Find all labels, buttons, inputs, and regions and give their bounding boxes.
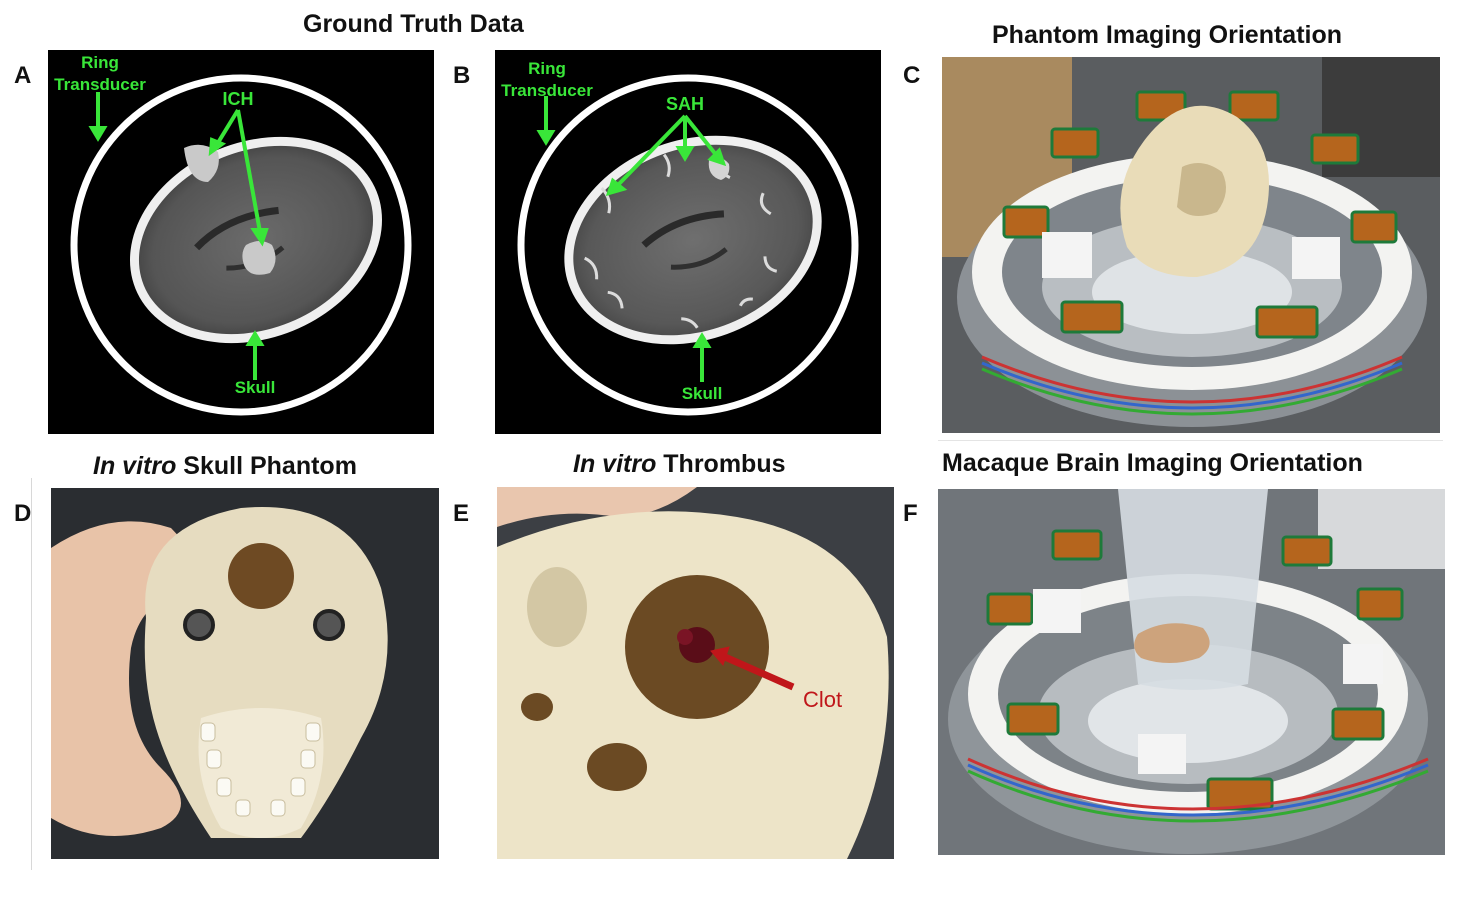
title-thrombus-italic: In vitro bbox=[573, 450, 657, 478]
divider-vertical bbox=[31, 478, 32, 870]
brain-tissue bbox=[138, 145, 374, 335]
panel-a-ct-ich: Ring Transducer ICH Skull bbox=[48, 50, 434, 434]
brain-tissue bbox=[573, 144, 813, 336]
panel-e-thrombus-photo: Clot bbox=[497, 487, 894, 859]
label-sah: SAH bbox=[666, 94, 704, 114]
title-skull-phantom-rest: Skull Phantom bbox=[176, 452, 357, 480]
ring-transducer-circle bbox=[70, 74, 412, 416]
label-transducer: Transducer bbox=[501, 81, 593, 100]
ct-scan-a-image: Ring Transducer ICH Skull bbox=[54, 53, 412, 416]
title-phantom-orientation: Phantom Imaging Orientation bbox=[992, 21, 1343, 49]
title-ground-truth: Ground Truth Data bbox=[303, 10, 524, 38]
sample-bag bbox=[1118, 489, 1268, 690]
title-thrombus: In vitro Thrombus bbox=[573, 450, 786, 479]
thrombus-photo: Clot bbox=[497, 487, 894, 859]
transducer-elements bbox=[986, 529, 1404, 811]
divider-horizontal bbox=[938, 440, 1443, 441]
phantom-setup-photo bbox=[942, 57, 1440, 433]
panel-letter-c: C bbox=[903, 62, 921, 89]
panel-c-phantom-photo bbox=[942, 57, 1440, 433]
panel-letter-d: D bbox=[14, 500, 32, 527]
foramen-magnum bbox=[228, 543, 294, 609]
panel-letter-f: F bbox=[903, 500, 918, 527]
label-ring: Ring bbox=[81, 53, 119, 72]
macaque-brain bbox=[1134, 623, 1210, 663]
clot-arrow bbox=[710, 646, 795, 691]
ich-lesion-2 bbox=[242, 241, 276, 275]
panel-letter-b: B bbox=[453, 62, 471, 89]
title-macaque-orientation: Macaque Brain Imaging Orientation bbox=[942, 449, 1363, 477]
panel-letter-a: A bbox=[14, 62, 32, 89]
panel-letter-e: E bbox=[453, 500, 470, 527]
label-ring: Ring bbox=[528, 59, 566, 78]
skull-underside-photo bbox=[51, 488, 439, 859]
panel-d-skull-photo bbox=[51, 488, 439, 859]
title-thrombus-rest: Thrombus bbox=[656, 450, 786, 478]
label-ich: ICH bbox=[223, 89, 254, 109]
transducer-elements bbox=[1002, 90, 1398, 339]
panel-f-macaque-photo bbox=[938, 489, 1445, 855]
label-transducer: Transducer bbox=[54, 75, 146, 94]
title-skull-phantom-italic: In vitro bbox=[93, 452, 177, 480]
label-skull: Skull bbox=[235, 378, 276, 397]
macaque-setup-photo bbox=[938, 489, 1445, 855]
ring-transducer-circle bbox=[517, 74, 859, 416]
panel-b-ct-sah: Ring Transducer SAH Skull bbox=[495, 50, 881, 434]
ct-scan-b-image: Ring Transducer SAH Skull bbox=[501, 59, 859, 416]
title-skull-phantom: In vitro Skull Phantom bbox=[93, 452, 357, 481]
label-clot: Clot bbox=[803, 687, 842, 712]
label-skull: Skull bbox=[682, 384, 723, 403]
